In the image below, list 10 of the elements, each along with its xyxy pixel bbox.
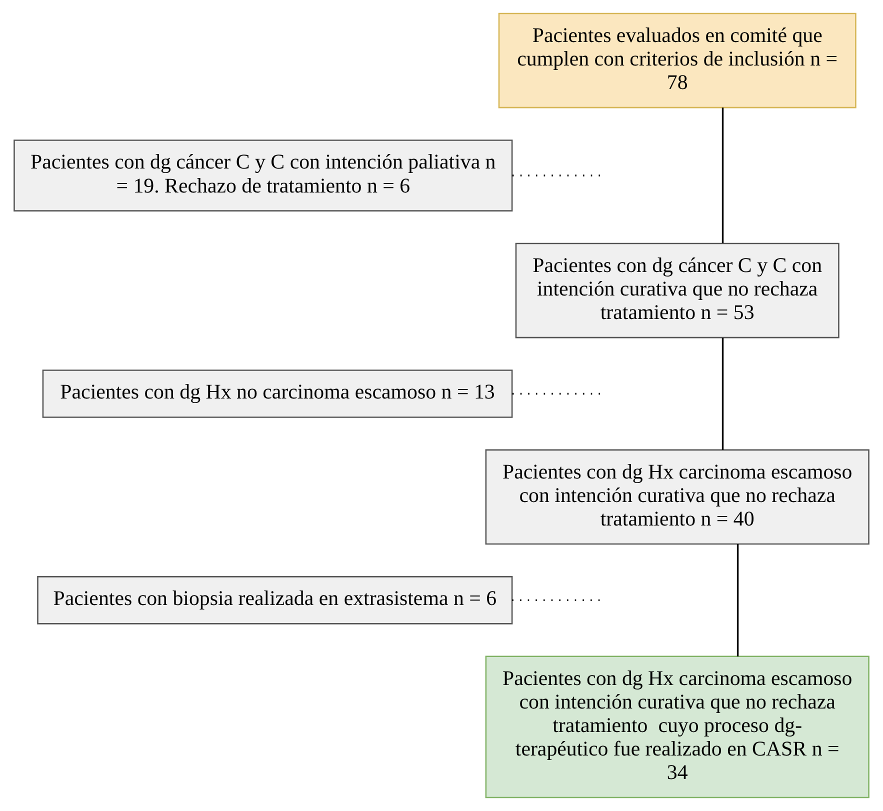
node-box: Pacientes con dg Hx no carcinoma escamoso n = 13 <box>42 370 513 418</box>
node-box: Pacientes con dg cáncer C y C con intención paliativa n = 19. Rechazo de tratamiento n = 6 <box>14 140 513 212</box>
node-box: Pacientes con dg Hx carcinoma escamoso con intención curativa que no rechaza tratamiento cuyo proceso dg- terapéutico fue realizado en CASR n = 34 <box>485 656 870 798</box>
node-box: Pacientes con dg Hx carcinoma escamoso con intención curativa que no rechaza tratamiento n = 40 <box>485 449 870 545</box>
connector <box>736 544 739 656</box>
node-box: Pacientes con dg cáncer C y C con intención curativa que no rechaza tratamiento n = 53 <box>515 242 840 338</box>
connector <box>722 108 724 244</box>
node-box: Pacientes con biopsia realizada en extrasistema n = 6 <box>37 576 513 624</box>
node-box: Pacientes evaluados en comité que cumplen con criterios de inclusión n = 78 <box>498 12 856 108</box>
connector <box>722 338 724 450</box>
